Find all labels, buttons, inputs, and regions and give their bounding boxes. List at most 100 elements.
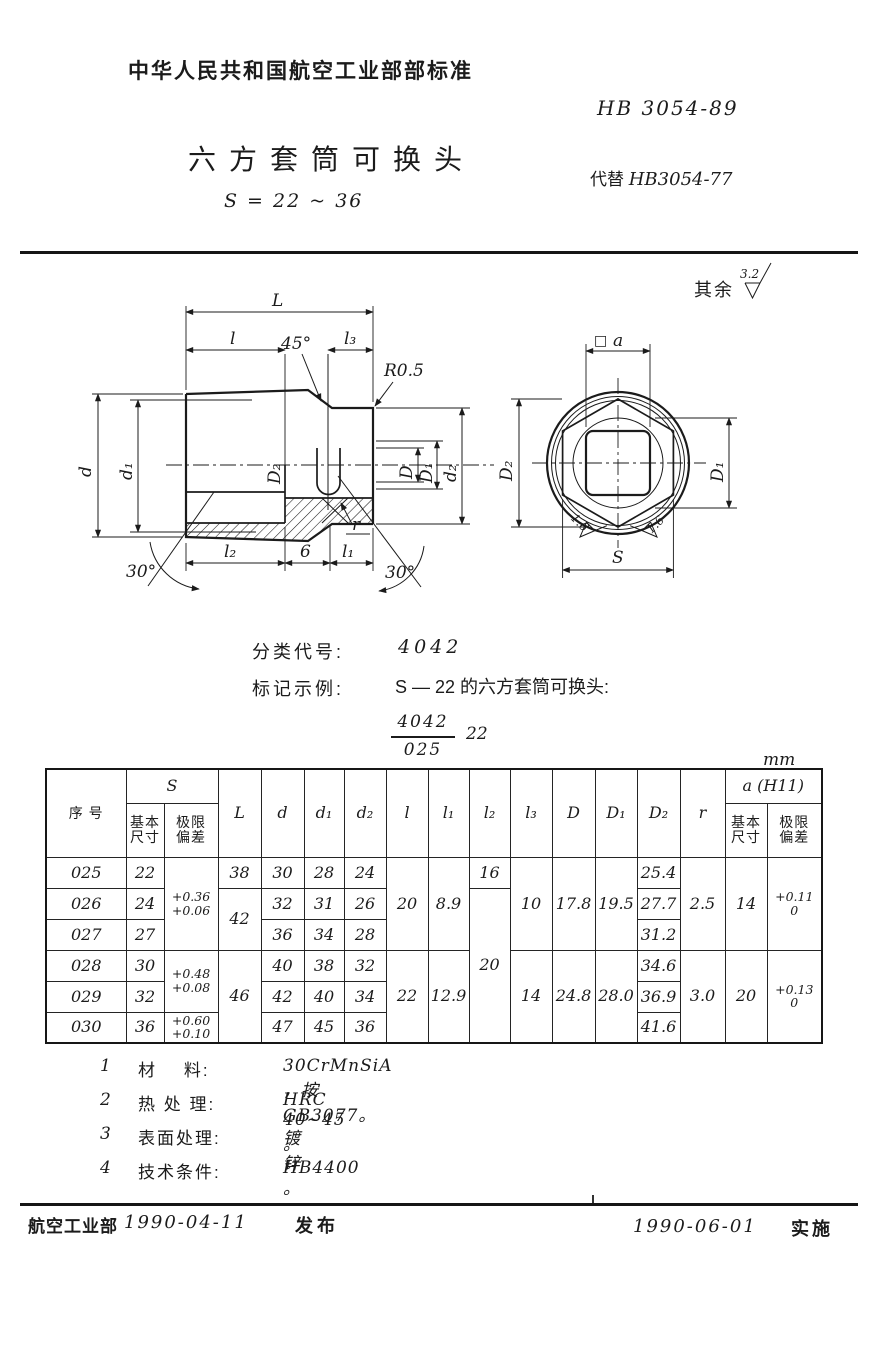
table-cell: 28.0	[594, 949, 638, 1044]
table-cell: 027	[45, 918, 127, 951]
footer-issuing-department: 航空工业部	[28, 1217, 118, 1236]
table-cell: 36.9	[636, 980, 681, 1013]
col-header-s-basic: 基本 尺寸	[125, 802, 165, 858]
table-cell: 27	[125, 918, 165, 951]
dim-label-D1-side: D₁	[417, 463, 437, 484]
note-value: HRC 40~45 。	[283, 1090, 346, 1155]
note-number: 1	[100, 1056, 111, 1076]
col-header-d2: d₂	[343, 768, 387, 858]
svg-text:1.6: 1.6	[568, 511, 592, 535]
table-cell: +0.11 0	[766, 856, 823, 951]
dim-label-L: L	[271, 291, 283, 311]
table-cell: 12.9	[427, 949, 470, 1044]
col-header-S: S	[125, 768, 219, 804]
dimension-table: 序 号 S L d d₁ d₂ l l₁ l₂ l₃ D D₁ D₂ r a (…	[45, 768, 823, 1044]
marking-code-denominator: 025	[403, 740, 443, 760]
table-cell: 45	[303, 1011, 345, 1044]
col-header-l1: l₁	[427, 768, 470, 858]
table-cell: 22	[385, 949, 429, 1044]
replaces-note: 代替 HB3054-77	[590, 165, 732, 190]
table-row: 028 30 +0.48 +0.08 46 40 38 32 22 12.9 1…	[45, 949, 823, 1044]
table-cell: 2.5	[679, 856, 726, 951]
table-cell: 26	[343, 887, 387, 920]
header-divider	[20, 251, 858, 254]
surface-finish-note: 其余 3.2	[694, 262, 772, 300]
table-cell: 20	[468, 887, 511, 1044]
table-cell: +0.13 0	[766, 949, 823, 1044]
table-cell: 31	[303, 887, 345, 920]
col-header-D2: D₂	[636, 768, 681, 858]
size-range: S = 22 ~ 36	[224, 190, 364, 212]
table-cell: 31.2	[636, 918, 681, 951]
table-cell: 24	[343, 856, 387, 889]
note-value: 镀 锌 。	[283, 1129, 301, 1199]
note-number: 2	[100, 1090, 111, 1110]
table-cell: 30	[125, 949, 165, 982]
table-row: 025 22 +0.36 +0.06 38 30 28 24 20 8.9 16…	[45, 856, 823, 951]
table-cell: 34.6	[636, 949, 681, 982]
col-header-r: r	[679, 768, 726, 858]
dim-label-30deg-right: 30°	[385, 563, 415, 583]
table-cell: 10	[509, 856, 553, 951]
standard-org-title: 中华人民共和国航空工业部部标准	[128, 60, 473, 83]
note-label: 材 料:	[138, 1061, 210, 1080]
col-header-a-basic: 基本 尺寸	[724, 802, 768, 858]
classification-label: 分类代号:	[252, 642, 345, 662]
marking-example-text: S — 22 的六方套筒可换头:	[395, 677, 610, 697]
col-header-D1: D₁	[594, 768, 638, 858]
table-cell: 025	[45, 856, 127, 889]
table-cell: 32	[260, 887, 305, 920]
note-label: 热 处 理:	[138, 1095, 216, 1114]
table-row: 026 24 42 32 31 26 20 27.7	[45, 887, 822, 1044]
table-cell: 22	[125, 856, 165, 889]
classification-value: 4042	[398, 636, 463, 658]
col-header-a-H11: a (H11)	[724, 768, 823, 804]
footer-publish-label: 发布	[295, 1216, 339, 1236]
standard-number: HB 3054-89	[597, 96, 739, 120]
footer-implement-label: 实施	[791, 1219, 833, 1239]
note-number: 3	[100, 1124, 111, 1144]
table-cell: 47	[260, 1011, 305, 1044]
marking-code-fraction-bar	[391, 736, 455, 738]
table-cell: 36	[260, 918, 305, 951]
dim-label-D: D	[397, 465, 417, 480]
roughness-3_2-icon: 3.2	[740, 262, 772, 300]
table-cell: 32	[125, 980, 165, 1013]
dim-label-45deg: 45°	[280, 334, 311, 354]
marking-example-label: 标记示例:	[252, 679, 345, 699]
table-cell: 20	[385, 856, 429, 951]
footer-publish-date: 1990-04-11	[124, 1212, 248, 1233]
dim-label-6: 6	[300, 542, 311, 562]
table-cell: 3.0	[679, 949, 726, 1044]
table-cell: 38	[217, 856, 262, 889]
table-cell: 17.8	[551, 856, 596, 951]
table-cell: 32	[343, 949, 387, 982]
table-cell: 38	[303, 949, 345, 982]
col-header-d: d	[260, 768, 305, 858]
table-cell: 34	[303, 918, 345, 951]
dim-label-l: l	[230, 329, 235, 349]
svg-text:3.2: 3.2	[740, 267, 759, 281]
note-label: 表面处理:	[138, 1129, 221, 1148]
col-header-l3: l₃	[509, 768, 553, 858]
roughness-1_6-left-icon: 1.6	[568, 511, 608, 538]
col-header-a-dev: 极限 偏差	[766, 802, 823, 858]
surface-prefix: 其余	[694, 280, 734, 300]
table-cell: 36	[343, 1011, 387, 1044]
col-header-d1: d₁	[303, 768, 345, 858]
footer-implement-date: 1990-06-01	[633, 1216, 757, 1237]
col-header-s-dev: 极限 偏差	[163, 802, 219, 858]
note-value: HB4400	[283, 1158, 360, 1178]
dim-label-D1-end: D₁	[708, 462, 728, 483]
square-symbol: □	[594, 333, 607, 349]
table-cell: 27.7	[636, 887, 681, 920]
table-cell: 028	[45, 949, 127, 982]
table-cell: 20	[724, 949, 768, 1044]
dim-label-S: S	[612, 548, 624, 568]
table-cell: +0.48 +0.08	[163, 949, 219, 1013]
table-cell: 030	[45, 1011, 127, 1044]
table-cell: 36	[125, 1011, 165, 1044]
dim-label-d1: d₁	[117, 462, 137, 480]
table-cell: 029	[45, 980, 127, 1013]
